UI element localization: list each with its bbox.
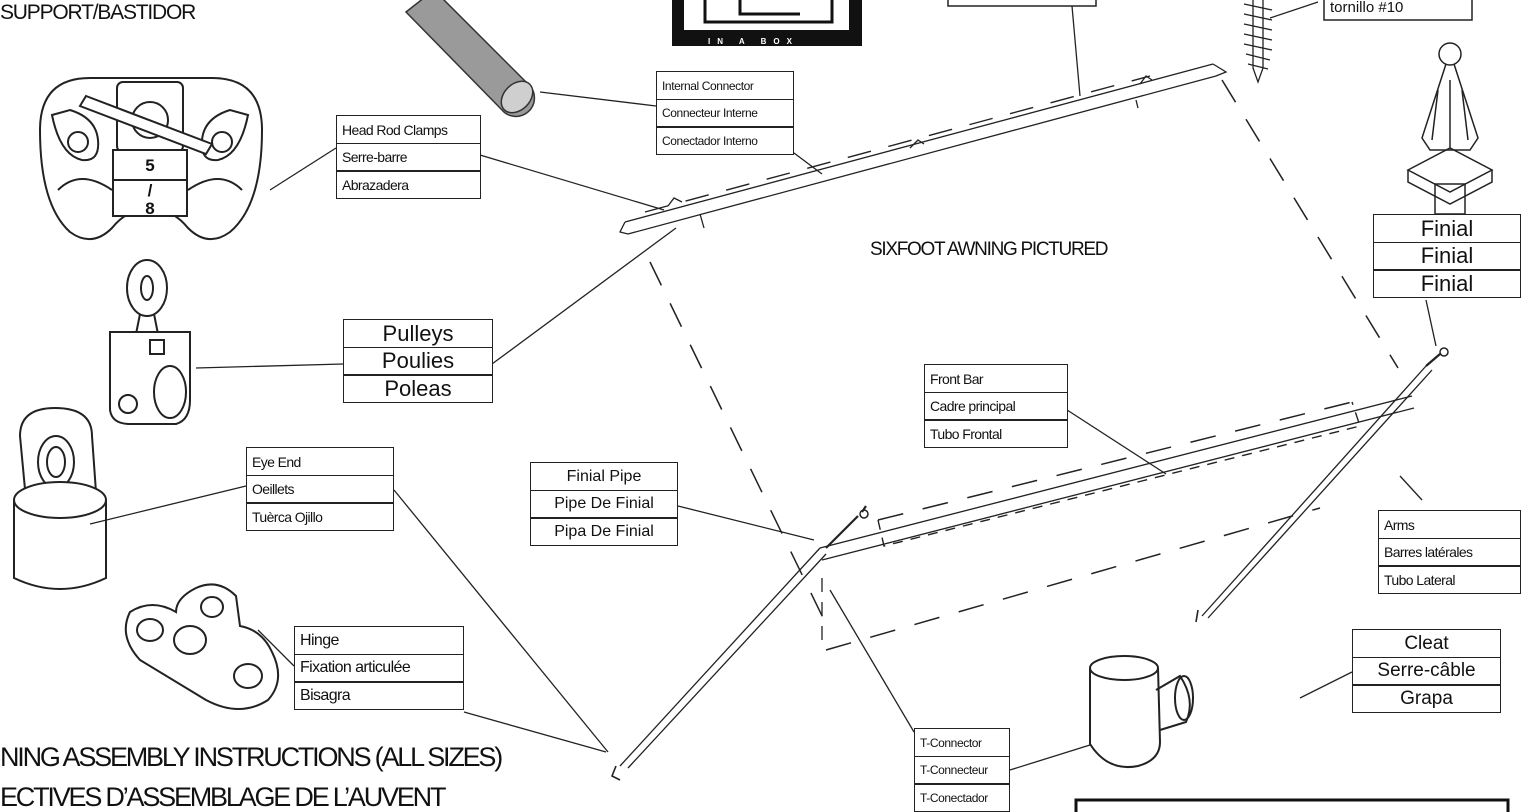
label-row: Tubo Lateral — [1378, 565, 1521, 594]
label-cleat: Cleat Serre-câble Grapa — [1352, 629, 1501, 713]
label-row: Barres latérales — [1378, 537, 1521, 567]
awning-outline — [649, 79, 1399, 651]
label-row: Fixation articulée — [294, 653, 464, 683]
center-caption: SIXFOOT AWNING PICTURED — [870, 239, 1108, 260]
label-row: Tuèrca Ojillo — [246, 502, 394, 531]
head-rod — [619, 63, 1228, 235]
label-row: Head Rod Clamps — [336, 115, 481, 144]
label-front-bar: Front Bar Cadre principal Tubo Frontal — [924, 364, 1068, 448]
label-row: Conectador Interno — [656, 126, 794, 155]
support-heading: SUPPORT/BASTIDOR — [0, 1, 196, 24]
label-finial: Finial Finial Finial — [1373, 214, 1521, 298]
label-t-connector: T-Connector T-Connecteur T-Conectador — [914, 728, 1010, 812]
label-row: Finial Pipe — [530, 462, 678, 491]
label-head-rod-clamps: Head Rod Clamps Serre-barre Abrazadera — [336, 115, 481, 199]
label-row: Pulleys — [343, 319, 493, 348]
label-row: Tubo Frontal — [924, 419, 1068, 448]
t-connector-icon — [1089, 655, 1194, 768]
label-row: Front Bar — [924, 364, 1068, 393]
label-row: Pipa De Finial — [530, 517, 678, 546]
leader-lines — [393, 5, 1437, 753]
footer-line-1: NING ASSEMBLY INSTRUCTIONS (ALL SIZES) — [0, 742, 503, 772]
label-internal-connector: Internal Connector Connecteur Interne Co… — [656, 71, 794, 155]
bracket-mark: 8 — [145, 199, 154, 218]
label-row: Grapa — [1352, 684, 1501, 713]
label-row: Eye End — [246, 447, 394, 476]
head-rod-clamp-icon — [38, 77, 264, 240]
pulley-icon — [109, 259, 191, 425]
label-row: Finial — [1373, 214, 1521, 243]
label-row: Finial — [1373, 241, 1521, 271]
label-row: Serre-barre — [336, 142, 481, 172]
label-row: Poulies — [343, 346, 493, 376]
label-pulleys: Pulleys Poulies Poleas — [343, 319, 493, 403]
label-eye-end: Eye End Oeillets Tuèrca Ojillo — [246, 447, 394, 531]
label-row: Cadre principal — [924, 391, 1068, 421]
label-row: T-Connector — [914, 728, 1010, 757]
internal-connector-icon — [404, 0, 536, 118]
label-row: Bisagra — [294, 681, 464, 710]
label-row: Finial — [1373, 269, 1521, 298]
label-finial-pipe: Finial Pipe Pipe De Finial Pipa De Finia… — [530, 462, 678, 546]
bracket-marks: 5 / 8 — [145, 156, 154, 218]
label-row: Serre-câble — [1352, 656, 1501, 686]
label-arms: Arms Barres latérales Tubo Lateral — [1378, 510, 1521, 594]
arms — [619, 365, 1433, 769]
footer-line-2: ECTIVES D’ASSEMBLAGE DE L’AUVENT — [0, 782, 446, 812]
label-row: Cleat — [1352, 629, 1501, 658]
label-row: T-Conectador — [914, 783, 1010, 812]
finial-icon — [1406, 42, 1494, 215]
label-row: Hinge — [294, 626, 464, 655]
label-row: Internal Connector — [656, 71, 794, 100]
label-row: Poleas — [343, 374, 493, 403]
brand-logo — [672, 0, 862, 46]
label-row: Abrazadera — [336, 170, 481, 199]
label-row: Arms — [1378, 510, 1521, 539]
hinge-icon — [124, 583, 279, 710]
label-row: Connecteur Interne — [656, 98, 794, 128]
label-row: T-Connecteur — [914, 755, 1010, 785]
label-row: Oeillets — [246, 474, 394, 504]
bracket-mark: 5 — [145, 156, 154, 175]
screw-icon — [1243, 0, 1319, 84]
label-row: Pipe De Finial — [530, 489, 678, 519]
head-rod-dashes — [644, 75, 1151, 213]
screw-label-box — [1323, 0, 1473, 21]
screw-label: tornillo #10 — [1330, 0, 1404, 16]
eye-end-icon — [13, 406, 107, 590]
front-bar — [819, 395, 1415, 561]
bracket-mark: / — [148, 181, 153, 200]
logo-text: IN A BOX — [708, 37, 799, 46]
label-hinge: Hinge Fixation articulée Bisagra — [294, 626, 464, 710]
